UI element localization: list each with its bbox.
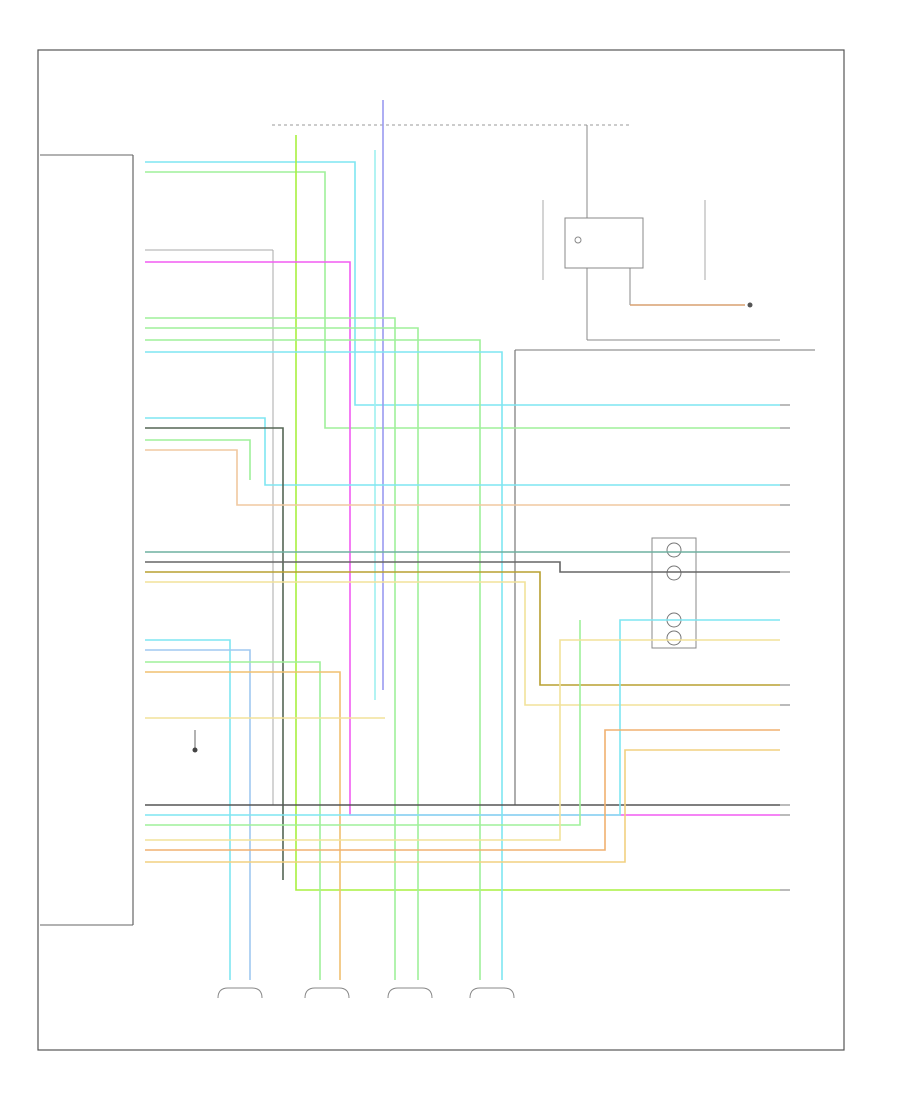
- terminal-ticks: [780, 404, 790, 891]
- wire-cyan: [145, 639, 231, 980]
- connector-shell: [304, 987, 350, 999]
- diagram-frame: [37, 49, 845, 1051]
- wire-light-green: [145, 317, 396, 980]
- wire-lime: [295, 135, 780, 891]
- connector-shell: [469, 987, 515, 999]
- connector-dot-icon: [747, 302, 753, 308]
- wire-light-green: [145, 171, 780, 429]
- wire-group: [145, 100, 780, 980]
- switch-contact-icon: [666, 565, 682, 581]
- wire-yellow: [145, 581, 780, 706]
- switch-contact-icon: [666, 542, 682, 558]
- switch-contact-icon: [666, 630, 682, 646]
- wire-olive: [145, 571, 780, 686]
- wire-orange: [145, 449, 780, 506]
- ground-icon: [192, 747, 198, 753]
- wire-light-green: [145, 327, 419, 980]
- wire-yellow: [145, 639, 780, 841]
- connector-shell: [217, 987, 263, 999]
- wire-orange: [145, 729, 780, 851]
- wire-cyan: [145, 161, 780, 406]
- wire-cyan: [145, 619, 780, 816]
- wire-orange: [145, 671, 341, 980]
- bottom-connectors: [217, 987, 515, 999]
- wire-light-green: [145, 439, 251, 480]
- switch-block: [651, 537, 697, 649]
- wire-cyan: [145, 417, 780, 486]
- wire-light-green: [145, 661, 321, 980]
- wire-light-green: [145, 620, 581, 826]
- wire-dark: [145, 427, 284, 880]
- wire-dark: [145, 561, 780, 573]
- wire-cyan: [145, 351, 503, 980]
- wire-light-green: [145, 339, 481, 980]
- wire-light-blue: [145, 649, 251, 980]
- relay-box: [564, 217, 644, 269]
- relay-pin-icon: [574, 236, 582, 244]
- connector-shell: [387, 987, 433, 999]
- wire-yellow: [145, 749, 780, 863]
